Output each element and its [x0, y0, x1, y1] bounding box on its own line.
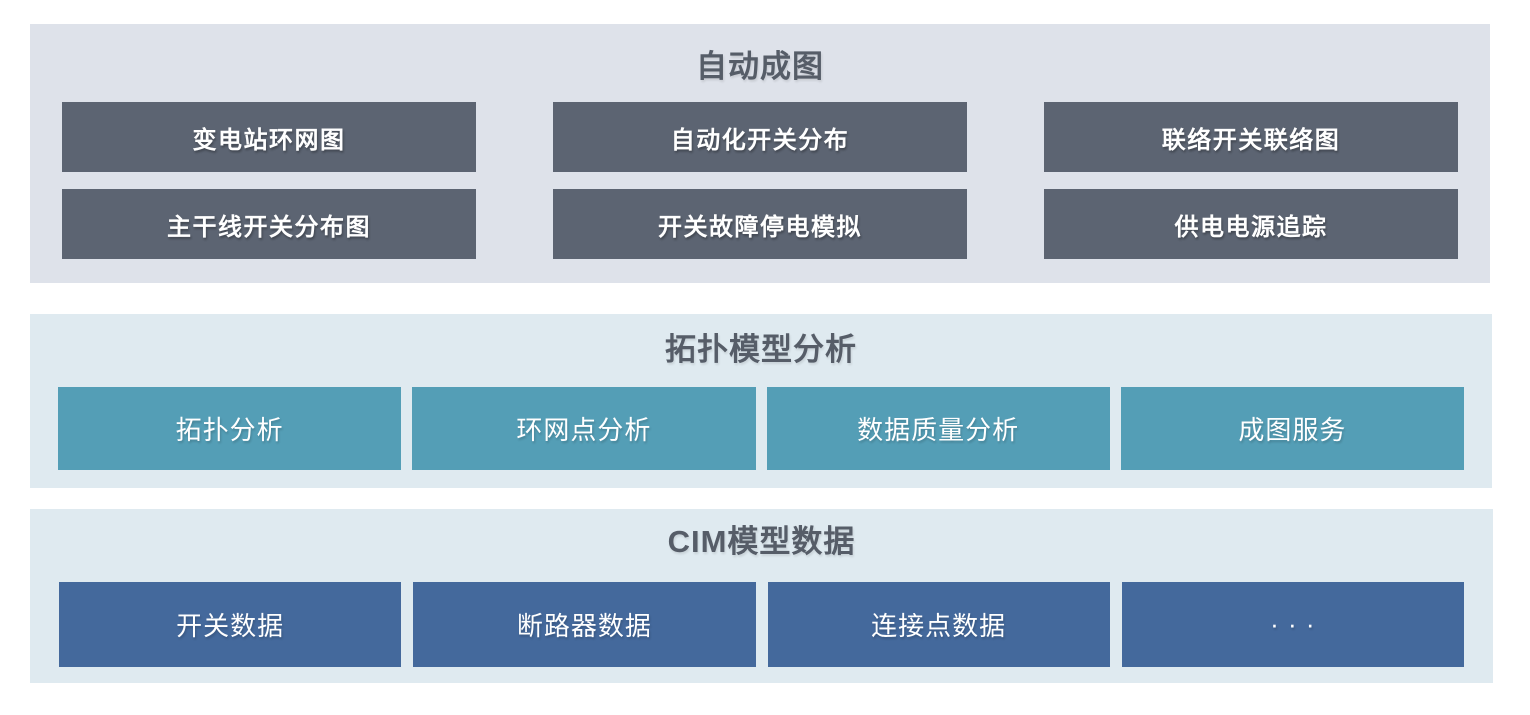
box-trunk-line-switch-distribution-diagram: 主干线开关分布图 — [62, 189, 476, 259]
module-grid-cim-data: 开关数据 断路器数据 连接点数据 · · · — [30, 559, 1493, 667]
section-cim-model-data: CIM模型数据 开关数据 断路器数据 连接点数据 · · · — [30, 509, 1493, 683]
box-topology-analysis: 拓扑分析 — [58, 387, 402, 470]
box-label: 主干线开关分布图 — [167, 213, 371, 241]
box-label: 断路器数据 — [516, 611, 652, 641]
box-power-supply-tracing: 供电电源追踪 — [1044, 189, 1458, 259]
box-data-quality-analysis: 数据质量分析 — [766, 387, 1110, 470]
box-switch-fault-outage-simulation: 开关故障停电模拟 — [553, 189, 967, 259]
box-label: 供电电源追踪 — [1174, 213, 1328, 241]
box-label: 自动化开关分布 — [670, 126, 850, 154]
section-title-cim-model-data: CIM模型数据 — [667, 524, 856, 559]
box-label: 环网点分析 — [516, 415, 652, 445]
box-label: 数据质量分析 — [857, 415, 1020, 445]
box-more-ellipsis: · · · — [1121, 582, 1464, 667]
box-connection-point-data: 连接点数据 — [767, 582, 1110, 667]
box-label: 成图服务 — [1238, 415, 1347, 445]
box-label: 开关故障停电模拟 — [658, 213, 862, 241]
section-auto-mapping: 自动成图 变电站环网图 自动化开关分布 联络开关联络图 主干线开关分布图 开关故… — [30, 24, 1490, 283]
box-circuit-breaker-data: 断路器数据 — [413, 582, 756, 667]
section-title-auto-mapping: 自动成图 — [696, 49, 824, 84]
box-tie-switch-connection-diagram: 联络开关联络图 — [1044, 102, 1458, 172]
box-diagram-generation-service: 成图服务 — [1120, 387, 1464, 470]
box-label: 开关数据 — [176, 611, 285, 641]
module-grid-topology-analysis: 拓扑分析 环网点分析 数据质量分析 成图服务 — [30, 367, 1492, 470]
box-label: 拓扑分析 — [175, 415, 284, 445]
box-switch-data: 开关数据 — [59, 582, 402, 667]
ellipsis-label: · · · — [1270, 609, 1316, 639]
section-topology-model-analysis: 拓扑模型分析 拓扑分析 环网点分析 数据质量分析 成图服务 — [30, 314, 1492, 488]
box-ring-network-point-analysis: 环网点分析 — [412, 387, 756, 470]
box-label: 连接点数据 — [871, 611, 1007, 641]
module-grid-auto-mapping: 变电站环网图 自动化开关分布 联络开关联络图 主干线开关分布图 开关故障停电模拟… — [30, 84, 1490, 259]
box-substation-ring-network-diagram: 变电站环网图 — [62, 102, 476, 172]
box-label: 联络开关联络图 — [1161, 126, 1341, 154]
box-label: 变电站环网图 — [192, 126, 346, 154]
section-title-topology-model-analysis: 拓扑模型分析 — [665, 332, 857, 367]
box-automated-switch-distribution: 自动化开关分布 — [553, 102, 967, 172]
